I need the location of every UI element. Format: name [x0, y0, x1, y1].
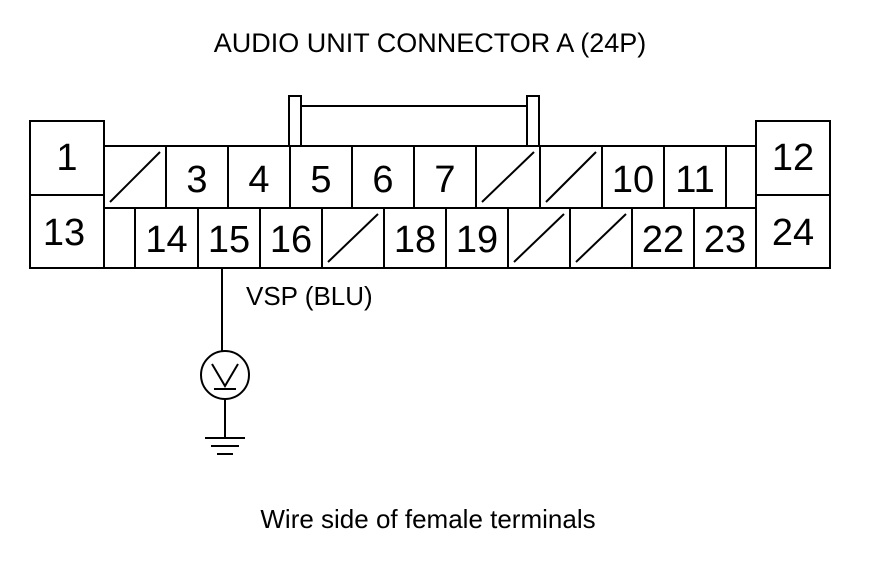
- pin-13-label: 13: [43, 212, 85, 254]
- empty-cavity-mark: [327, 213, 379, 263]
- empty-cavity-mark: [109, 151, 161, 203]
- ground-icon: [205, 399, 245, 455]
- pin-6-label: 6: [372, 159, 393, 201]
- pin-23-label: 23: [704, 219, 746, 261]
- pin-18-label: 18: [394, 219, 436, 261]
- pin-5-label: 5: [310, 159, 331, 201]
- empty-cavity-mark: [545, 151, 597, 203]
- pin-4-label: 4: [248, 159, 269, 201]
- empty-cavity-mark: [481, 151, 535, 203]
- voltmeter-icon: [200, 350, 250, 400]
- pin-19-label: 19: [456, 219, 498, 261]
- pin-7-label: 7: [434, 159, 455, 201]
- pin-14-label: 14: [145, 219, 187, 261]
- pin-3-label: 3: [186, 159, 207, 201]
- diagram-title: AUDIO UNIT CONNECTOR A (24P): [214, 28, 647, 58]
- empty-cavity-mark: [575, 213, 627, 263]
- empty-cavity-mark: [513, 213, 565, 263]
- caption: Wire side of female terminals: [260, 504, 595, 534]
- bottom-pin-row: 14 15 16 18 19 22 23: [134, 208, 746, 268]
- wire-label: VSP (BLU): [246, 281, 373, 311]
- pin-22-label: 22: [642, 219, 684, 261]
- pin-11-label: 11: [675, 159, 714, 201]
- pin-16-label: 16: [270, 219, 312, 261]
- pin-24-label: 24: [772, 212, 814, 254]
- pin-10-label: 10: [612, 159, 654, 201]
- pin-12-label: 12: [772, 137, 814, 179]
- connector-outline: [29, 95, 831, 269]
- pin-1-label: 1: [56, 137, 77, 179]
- pin-15-label: 15: [208, 219, 250, 261]
